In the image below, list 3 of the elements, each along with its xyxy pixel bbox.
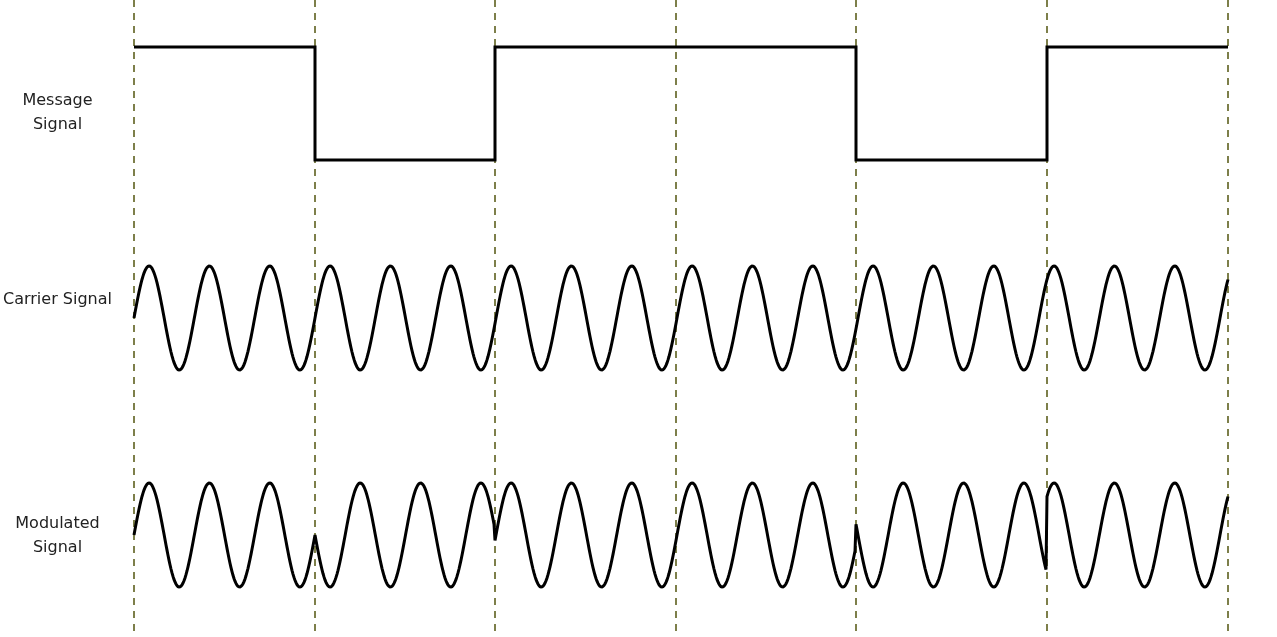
row-label: Modulated Signal [14, 512, 101, 558]
row-label: Message Signal [21, 89, 94, 135]
row-label: Carrier Signal [2, 288, 113, 310]
